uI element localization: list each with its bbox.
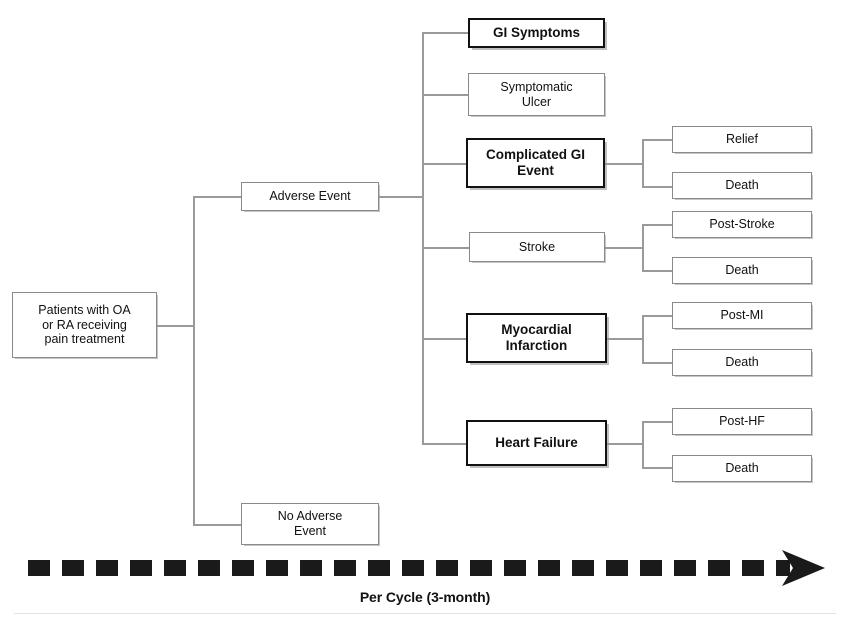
node-adverse-event[interactable]: Adverse Event	[241, 182, 379, 211]
node-post-mi[interactable]: Post-MI	[672, 302, 812, 329]
connector-mi-death	[642, 362, 673, 364]
node-stroke[interactable]: Stroke	[469, 232, 605, 262]
node-post-hf[interactable]: Post-HF	[672, 408, 812, 435]
connector-branch-symptomatic-ulcer	[422, 94, 469, 96]
node-post-mi-label: Post-MI	[720, 308, 764, 323]
connector-branch-mi	[422, 338, 466, 340]
connector-stroke-death	[642, 270, 673, 272]
node-complicated-gi-event-label: Complicated GI Event	[485, 147, 585, 178]
connector-mi-split	[642, 315, 644, 363]
connector-root-stub	[157, 325, 195, 327]
timeline-caption: Per Cycle (3-month)	[359, 589, 491, 605]
connector-stroke-post	[642, 224, 673, 226]
connector-cgi-death	[642, 186, 673, 188]
node-relief[interactable]: Relief	[672, 126, 812, 153]
node-symptomatic-ulcer-label: Symptomatic Ulcer	[500, 79, 573, 109]
node-adverse-event-label: Adverse Event	[269, 189, 351, 204]
node-no-adverse-event-label: No Adverse Event	[277, 509, 343, 538]
node-symptomatic-ulcer[interactable]: Symptomatic Ulcer	[468, 73, 605, 116]
connector-stroke-stub	[605, 247, 644, 249]
node-gi-symptoms[interactable]: GI Symptoms	[468, 18, 605, 48]
node-mi-death[interactable]: Death	[672, 349, 812, 376]
connector-root-vertical	[193, 196, 195, 526]
node-hf-death-label: Death	[725, 461, 759, 476]
node-hf-death[interactable]: Death	[672, 455, 812, 482]
node-stroke-death-label: Death	[725, 263, 759, 278]
connector-stroke-split	[642, 224, 644, 271]
timeline-arrow-icon	[28, 550, 825, 586]
node-root-label: Patients with OA or RA receiving pain tr…	[38, 302, 131, 347]
connector-cgi-relief	[642, 139, 673, 141]
node-mi-death-label: Death	[725, 355, 759, 370]
bottom-divider	[14, 613, 836, 614]
node-post-stroke[interactable]: Post-Stroke	[672, 211, 812, 238]
node-myocardial-infarction[interactable]: Myocardial Infarction	[466, 313, 607, 363]
connector-adverse-trunk	[422, 32, 424, 444]
connector-hf-post	[642, 421, 673, 423]
connector-hf-split	[642, 421, 644, 468]
connector-hf-death	[642, 467, 673, 469]
connector-branch-complicated-gi	[422, 163, 466, 165]
node-root-patients[interactable]: Patients with OA or RA receiving pain tr…	[12, 292, 157, 358]
node-stroke-death[interactable]: Death	[672, 257, 812, 284]
node-heart-failure-label: Heart Failure	[495, 435, 578, 451]
connector-branch-hf	[422, 443, 466, 445]
node-heart-failure[interactable]: Heart Failure	[466, 420, 607, 466]
node-relief-label: Relief	[726, 132, 758, 147]
connector-mi-post	[642, 315, 673, 317]
node-myocardial-infarction-label: Myocardial Infarction	[501, 322, 572, 353]
connector-branch-gi-symptoms	[422, 32, 469, 34]
node-post-hf-label: Post-HF	[719, 414, 765, 429]
node-gi-symptoms-label: GI Symptoms	[492, 25, 581, 41]
connector-mi-stub	[607, 338, 644, 340]
connector-branch-stroke	[422, 247, 469, 249]
connector-to-adverse-event	[193, 196, 241, 198]
node-no-adverse-event[interactable]: No Adverse Event	[241, 503, 379, 545]
connector-cgi-stub	[605, 163, 644, 165]
connector-adverse-stub	[379, 196, 424, 198]
node-stroke-label: Stroke	[518, 239, 556, 254]
node-post-stroke-label: Post-Stroke	[709, 217, 775, 232]
connector-to-no-adverse-event	[193, 524, 241, 526]
connector-cgi-split	[642, 139, 644, 187]
node-cgi-death-label: Death	[725, 178, 759, 193]
connector-hf-stub	[607, 443, 644, 445]
node-complicated-gi-event[interactable]: Complicated GI Event	[466, 138, 605, 188]
node-cgi-death[interactable]: Death	[672, 172, 812, 199]
